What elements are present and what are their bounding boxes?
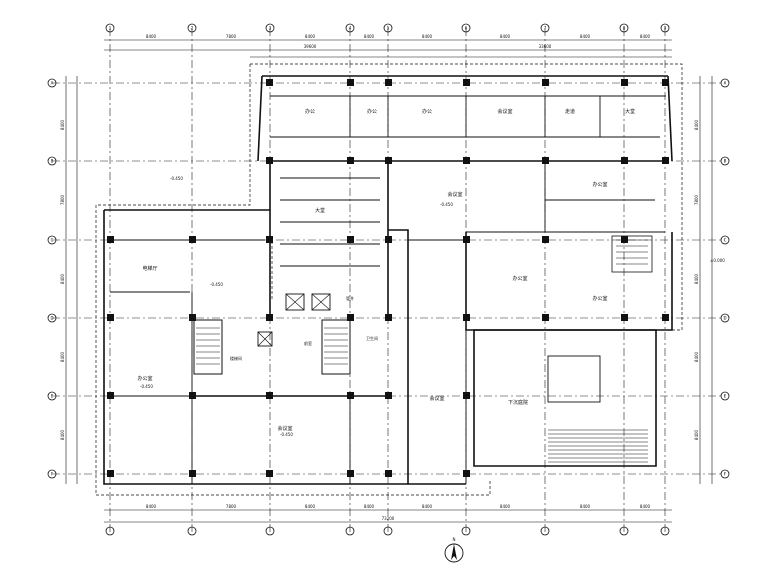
dim-text: 8400 — [500, 504, 511, 509]
room-label: 大堂 — [315, 207, 325, 214]
dim-text: 8400 — [364, 34, 375, 39]
room-label: 办公 — [305, 108, 315, 115]
dim-text: 8400 — [364, 504, 375, 509]
dimension-lines-sides: 8400 7800 8400 8400 8400 8400 7800 8400 … — [60, 76, 713, 484]
axis-label: 6 — [465, 26, 468, 31]
dim-text: 8400 — [60, 119, 65, 130]
dim-text: 8400 — [146, 504, 157, 509]
dim-text: 8400 — [640, 504, 651, 509]
axis-label: B — [724, 159, 727, 164]
axis-label: 4 — [349, 26, 352, 31]
axis-label: B — [51, 159, 54, 164]
north-label: N — [453, 537, 456, 542]
elevation-marks: -0.450 -0.450 -0.450 ±0.000 -0.450 -0.45… — [140, 176, 725, 437]
elevation-mark: ±0.000 — [710, 258, 725, 263]
dim-text: 8400 — [305, 34, 316, 39]
dim-text: 8400 — [146, 34, 157, 39]
dim-text: 8400 — [305, 504, 316, 509]
room-label: 会议室 — [447, 191, 462, 198]
dimension-lines-bottom: 8400 7800 8400 8400 8400 8400 8400 8400 … — [104, 504, 672, 523]
east-wing: 办公室 — [465, 232, 673, 331]
axis-label: A — [724, 81, 727, 86]
room-label: 电梯厅 — [142, 265, 157, 272]
dim-text: 39600 — [304, 44, 317, 49]
elevation-mark: -0.450 — [170, 176, 183, 181]
axis-label: E — [724, 394, 727, 399]
north-wing: 办公 办公 办公 会议室 走道 大堂 — [257, 75, 673, 162]
axis-label: F — [724, 472, 727, 477]
axis-label: C — [51, 238, 54, 243]
room-label: 大堂 — [625, 108, 635, 115]
structural-columns — [107, 79, 669, 477]
north-arrow-icon: N — [444, 537, 464, 563]
dashed-outlines — [95, 63, 683, 496]
dim-text: 8400 — [694, 351, 699, 362]
room-label: 办公 — [367, 108, 377, 115]
dim-text: 7800 — [226, 34, 237, 39]
axis-label: D — [723, 316, 726, 321]
axis-label: 2 — [191, 26, 194, 31]
room-label: 会议室 — [277, 425, 292, 432]
room-label: 会议室 — [497, 108, 512, 115]
axis-bubbles-right: A B C D E F — [720, 78, 730, 479]
axis-label: 9 — [664, 26, 667, 31]
dim-text: 8400 — [60, 351, 65, 362]
room-label: 会议室 — [429, 395, 444, 402]
axis-bubbles-top: 1 2 3 4 5 6 7 8 9 — [105, 23, 670, 33]
axis-label: D — [50, 316, 53, 321]
dim-text: 33600 — [539, 44, 552, 49]
axis-label: C — [724, 238, 727, 243]
dim-text: 8400 — [422, 34, 433, 39]
dim-text: 7800 — [226, 504, 237, 509]
dim-text: 73200 — [382, 516, 395, 521]
elevation-mark: -0.450 — [140, 384, 153, 389]
axis-label: F — [51, 472, 54, 477]
dim-text: 7800 — [694, 194, 699, 205]
west-wing: 电梯厅 办公室 会议室 — [103, 209, 293, 485]
axis-label: 7 — [544, 26, 547, 31]
south-middle: 会议室 — [192, 229, 467, 485]
sunken-courtyard: 下沉庭院 — [473, 329, 657, 467]
dim-text: 8400 — [60, 273, 65, 284]
dim-text: 8400 — [422, 504, 433, 509]
room-label: 办公 — [422, 108, 432, 115]
axis-label: A — [51, 81, 54, 86]
elevation-mark: -0.450 — [440, 202, 453, 207]
room-label: 楼梯间 — [230, 355, 242, 361]
axis-bubbles-left: A B C D E F — [47, 78, 57, 479]
dim-text: 8400 — [694, 429, 699, 440]
room-label: 走道 — [565, 108, 575, 115]
axis-label: 1 — [109, 26, 112, 31]
dim-text: 8400 — [694, 273, 699, 284]
axis-label: E — [51, 394, 54, 399]
dim-text: 8400 — [500, 34, 511, 39]
room-label: 下沉庭院 — [508, 399, 528, 406]
dim-text: 7800 — [60, 194, 65, 205]
room-label: 办公室 — [137, 375, 152, 382]
dim-text: 8400 — [640, 34, 651, 39]
room-label: 办公室 — [592, 295, 607, 302]
room-label: 办公室 — [592, 181, 607, 188]
dim-text: 8400 — [580, 504, 591, 509]
room-label: 办公室 — [512, 275, 527, 282]
room-label: 卫生间 — [366, 335, 378, 341]
elevation-mark: -0.450 — [210, 282, 223, 287]
dimension-lines-top: 8400 7800 8400 8400 8400 8400 8400 8400 … — [104, 34, 672, 58]
elevation-mark: -0.450 — [280, 432, 293, 437]
dim-text: 8400 — [580, 34, 591, 39]
axis-label: 8 — [623, 26, 626, 31]
axis-bubbles-bottom — [105, 526, 670, 536]
dim-text: 8400 — [60, 429, 65, 440]
core: 楼梯间 前室 管井 卫生间 — [193, 293, 378, 375]
axis-label: 5 — [387, 26, 390, 31]
dim-text: 8400 — [694, 119, 699, 130]
room-label: 前室 — [304, 340, 312, 346]
room-label: 管井 — [346, 295, 354, 301]
axis-label: 3 — [269, 26, 272, 31]
